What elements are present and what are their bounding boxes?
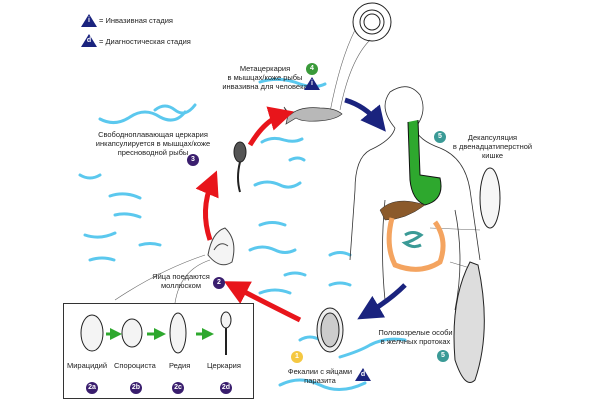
- legend-diagnostic-label: = Диагностическая стадия: [99, 37, 191, 46]
- pointer-lines: [114, 29, 481, 304]
- snail-stage-drawings: [80, 311, 232, 355]
- stage-4-badge: 4: [306, 63, 318, 75]
- infective-stage-icon: i: [304, 77, 320, 90]
- water-waves: [78, 77, 407, 391]
- fish: [283, 106, 343, 125]
- legend-infective-label: = Инвазивная стадия: [99, 16, 173, 25]
- stage-1-badge: 1: [291, 351, 303, 363]
- diagnostic-stage-icon: d: [355, 368, 371, 381]
- egg: [316, 307, 344, 353]
- stage-2b-badge: 2b: [130, 382, 142, 394]
- snail: [207, 227, 235, 266]
- infective-stage-icon: i: [81, 14, 97, 27]
- stage-2a-badge: 2a: [86, 382, 98, 394]
- stage-2d-badge: 2d: [220, 382, 232, 394]
- magnified-metacercaria: [352, 2, 392, 42]
- stage-5-badge: 5: [434, 131, 446, 143]
- decapsulated-metacercaria: [479, 167, 501, 229]
- miracidium-label: Мирацидий: [67, 361, 108, 370]
- stage-2-badge: 2: [213, 277, 225, 289]
- stage-3-badge: 3: [187, 154, 199, 166]
- adult-fluke: [453, 261, 485, 383]
- sporocyst-label: Спороциста: [114, 361, 156, 370]
- organs: [379, 119, 446, 272]
- cercaria: [233, 141, 247, 193]
- cercaria-label: Церкария: [207, 361, 241, 370]
- stage-5-badge: 5: [437, 350, 449, 362]
- stage-2c-badge: 2c: [172, 382, 184, 394]
- diagnostic-stage-icon: d: [81, 34, 97, 47]
- snail-stages-inset: Мирацидий Спороциста Редия Церкария 2a 2…: [63, 303, 254, 399]
- cycle-arrows: [195, 97, 407, 323]
- redia-label: Редия: [169, 361, 191, 370]
- human-silhouette: [349, 86, 481, 311]
